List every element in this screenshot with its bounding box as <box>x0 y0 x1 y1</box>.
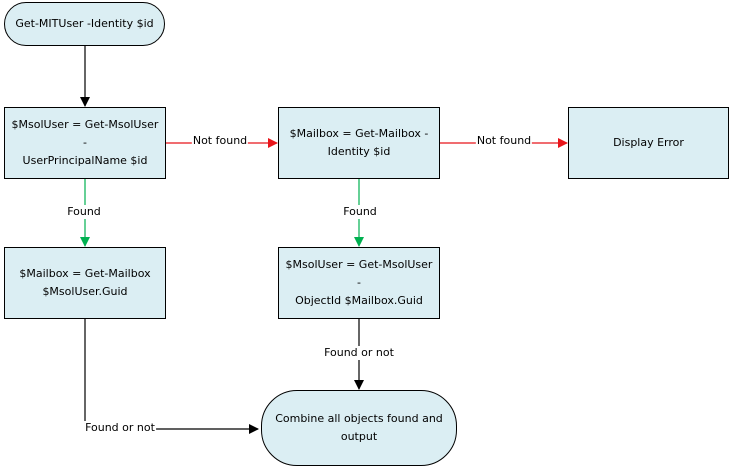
arrow-mailbox-guid-to-combine <box>84 319 259 434</box>
get-mailbox-by-guid-node: $Mailbox = Get-Mailbox $MsolUser.Guid <box>4 247 166 319</box>
edge-label-not-found: Not found <box>191 134 249 148</box>
edge-label-found: Found <box>342 205 378 219</box>
get-msoluser-by-upn-node: $MsolUser = Get-MsolUser - UserPrincipal… <box>4 107 166 179</box>
get-msoluser-by-objectid-node: $MsolUser = Get-MsolUser - ObjectId $Mai… <box>278 247 440 319</box>
edge-label-found: Found <box>66 205 102 219</box>
start-node: Get-MITUser -Identity $id <box>4 2 165 46</box>
edge-label-found-or-not: Found or not <box>323 346 395 360</box>
edge-label-not-found: Not found <box>475 134 533 148</box>
display-error-node: Display Error <box>568 107 729 179</box>
get-mailbox-by-identity-node: $Mailbox = Get-Mailbox - Identity $id <box>278 107 440 179</box>
combine-output-node: Combine all objects found and output <box>261 390 457 466</box>
edge-label-found-or-not: Found or not <box>84 421 156 435</box>
